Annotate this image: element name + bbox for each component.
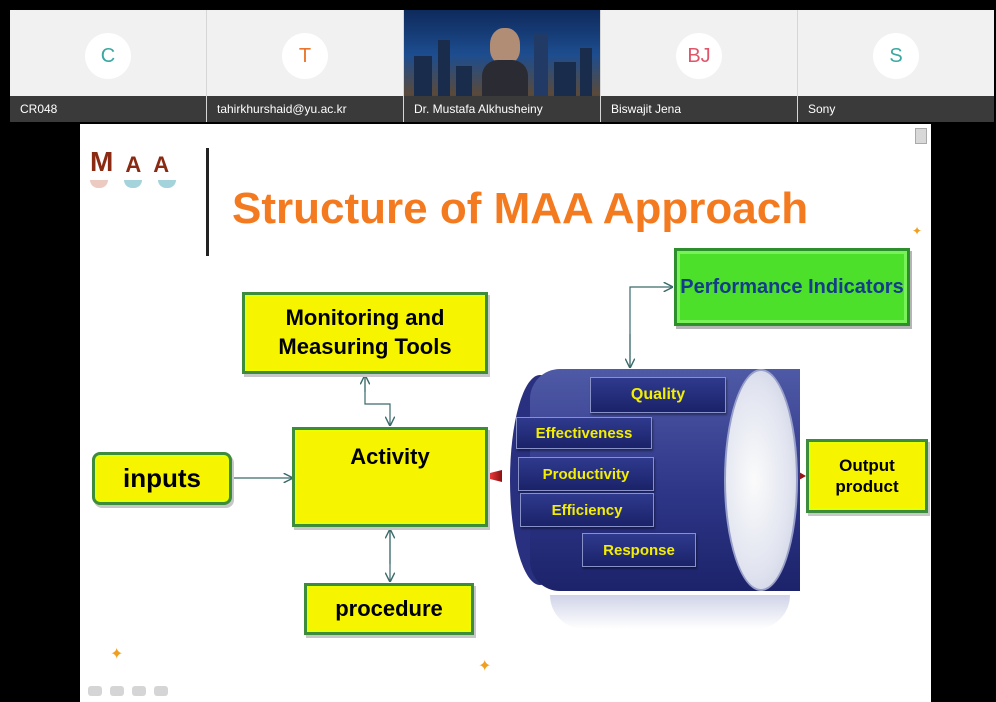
metric-productivity: Productivity xyxy=(518,457,654,491)
avatar: T xyxy=(282,33,328,79)
star-icon: ✦ xyxy=(478,658,492,675)
arrow-icon xyxy=(629,287,672,367)
metric-efficiency: Efficiency xyxy=(520,493,654,527)
activity-box: Activity xyxy=(292,427,488,527)
monitoring-tools-box: Monitoring and Measuring Tools xyxy=(242,292,488,374)
participant-name: Dr. Mustafa Alkhusheiny xyxy=(404,96,600,122)
star-icon: ✦ xyxy=(110,646,124,663)
page-icon xyxy=(915,128,927,144)
metric-response: Response xyxy=(582,533,696,567)
participant-name: CR048 xyxy=(10,96,206,122)
speaker-video xyxy=(482,28,528,96)
output-product-box: Output product xyxy=(806,439,928,513)
procedure-box: procedure xyxy=(304,583,474,635)
participant-tile-mustafa[interactable]: Dr. Mustafa Alkhusheiny xyxy=(404,10,601,122)
menu-icon[interactable] xyxy=(132,686,146,696)
participant-tile-cr048[interactable]: C CR048 xyxy=(10,10,207,122)
inputs-box: inputs xyxy=(92,452,232,505)
participant-name: Sony xyxy=(798,96,994,122)
participant-name: Biswajit Jena xyxy=(601,96,797,122)
metric-quality: Quality xyxy=(590,377,726,413)
avatar: C xyxy=(85,33,131,79)
participant-tile-tahirkhurshaid[interactable]: T tahirkhurshaid@yu.ac.kr xyxy=(207,10,404,122)
participant-strip: C CR048 T tahirkhurshaid@yu.ac.kr Dr. Mu… xyxy=(10,10,996,122)
avatar: S xyxy=(873,33,919,79)
arrow-icon xyxy=(364,376,390,425)
pen-icon[interactable] xyxy=(110,686,124,696)
participant-tile-biswajit[interactable]: BJ Biswajit Jena xyxy=(601,10,798,122)
slide-title: Structure of MAA Approach xyxy=(232,184,809,233)
metric-effectiveness: Effectiveness xyxy=(516,417,652,449)
logo-divider xyxy=(206,148,209,256)
slide-controls[interactable] xyxy=(88,686,168,696)
star-icon: ✦ xyxy=(912,224,923,238)
participant-tile-sony[interactable]: S Sony xyxy=(798,10,994,122)
performance-indicators-box: Performance Indicators xyxy=(674,248,910,326)
process-cylinder: Quality Effectiveness Productivity Effic… xyxy=(510,369,850,629)
prev-slide-icon[interactable] xyxy=(88,686,102,696)
avatar: BJ xyxy=(676,33,722,79)
video-feed xyxy=(404,10,600,96)
participant-name: tahirkhurshaid@yu.ac.kr xyxy=(207,96,403,122)
next-slide-icon[interactable] xyxy=(154,686,168,696)
